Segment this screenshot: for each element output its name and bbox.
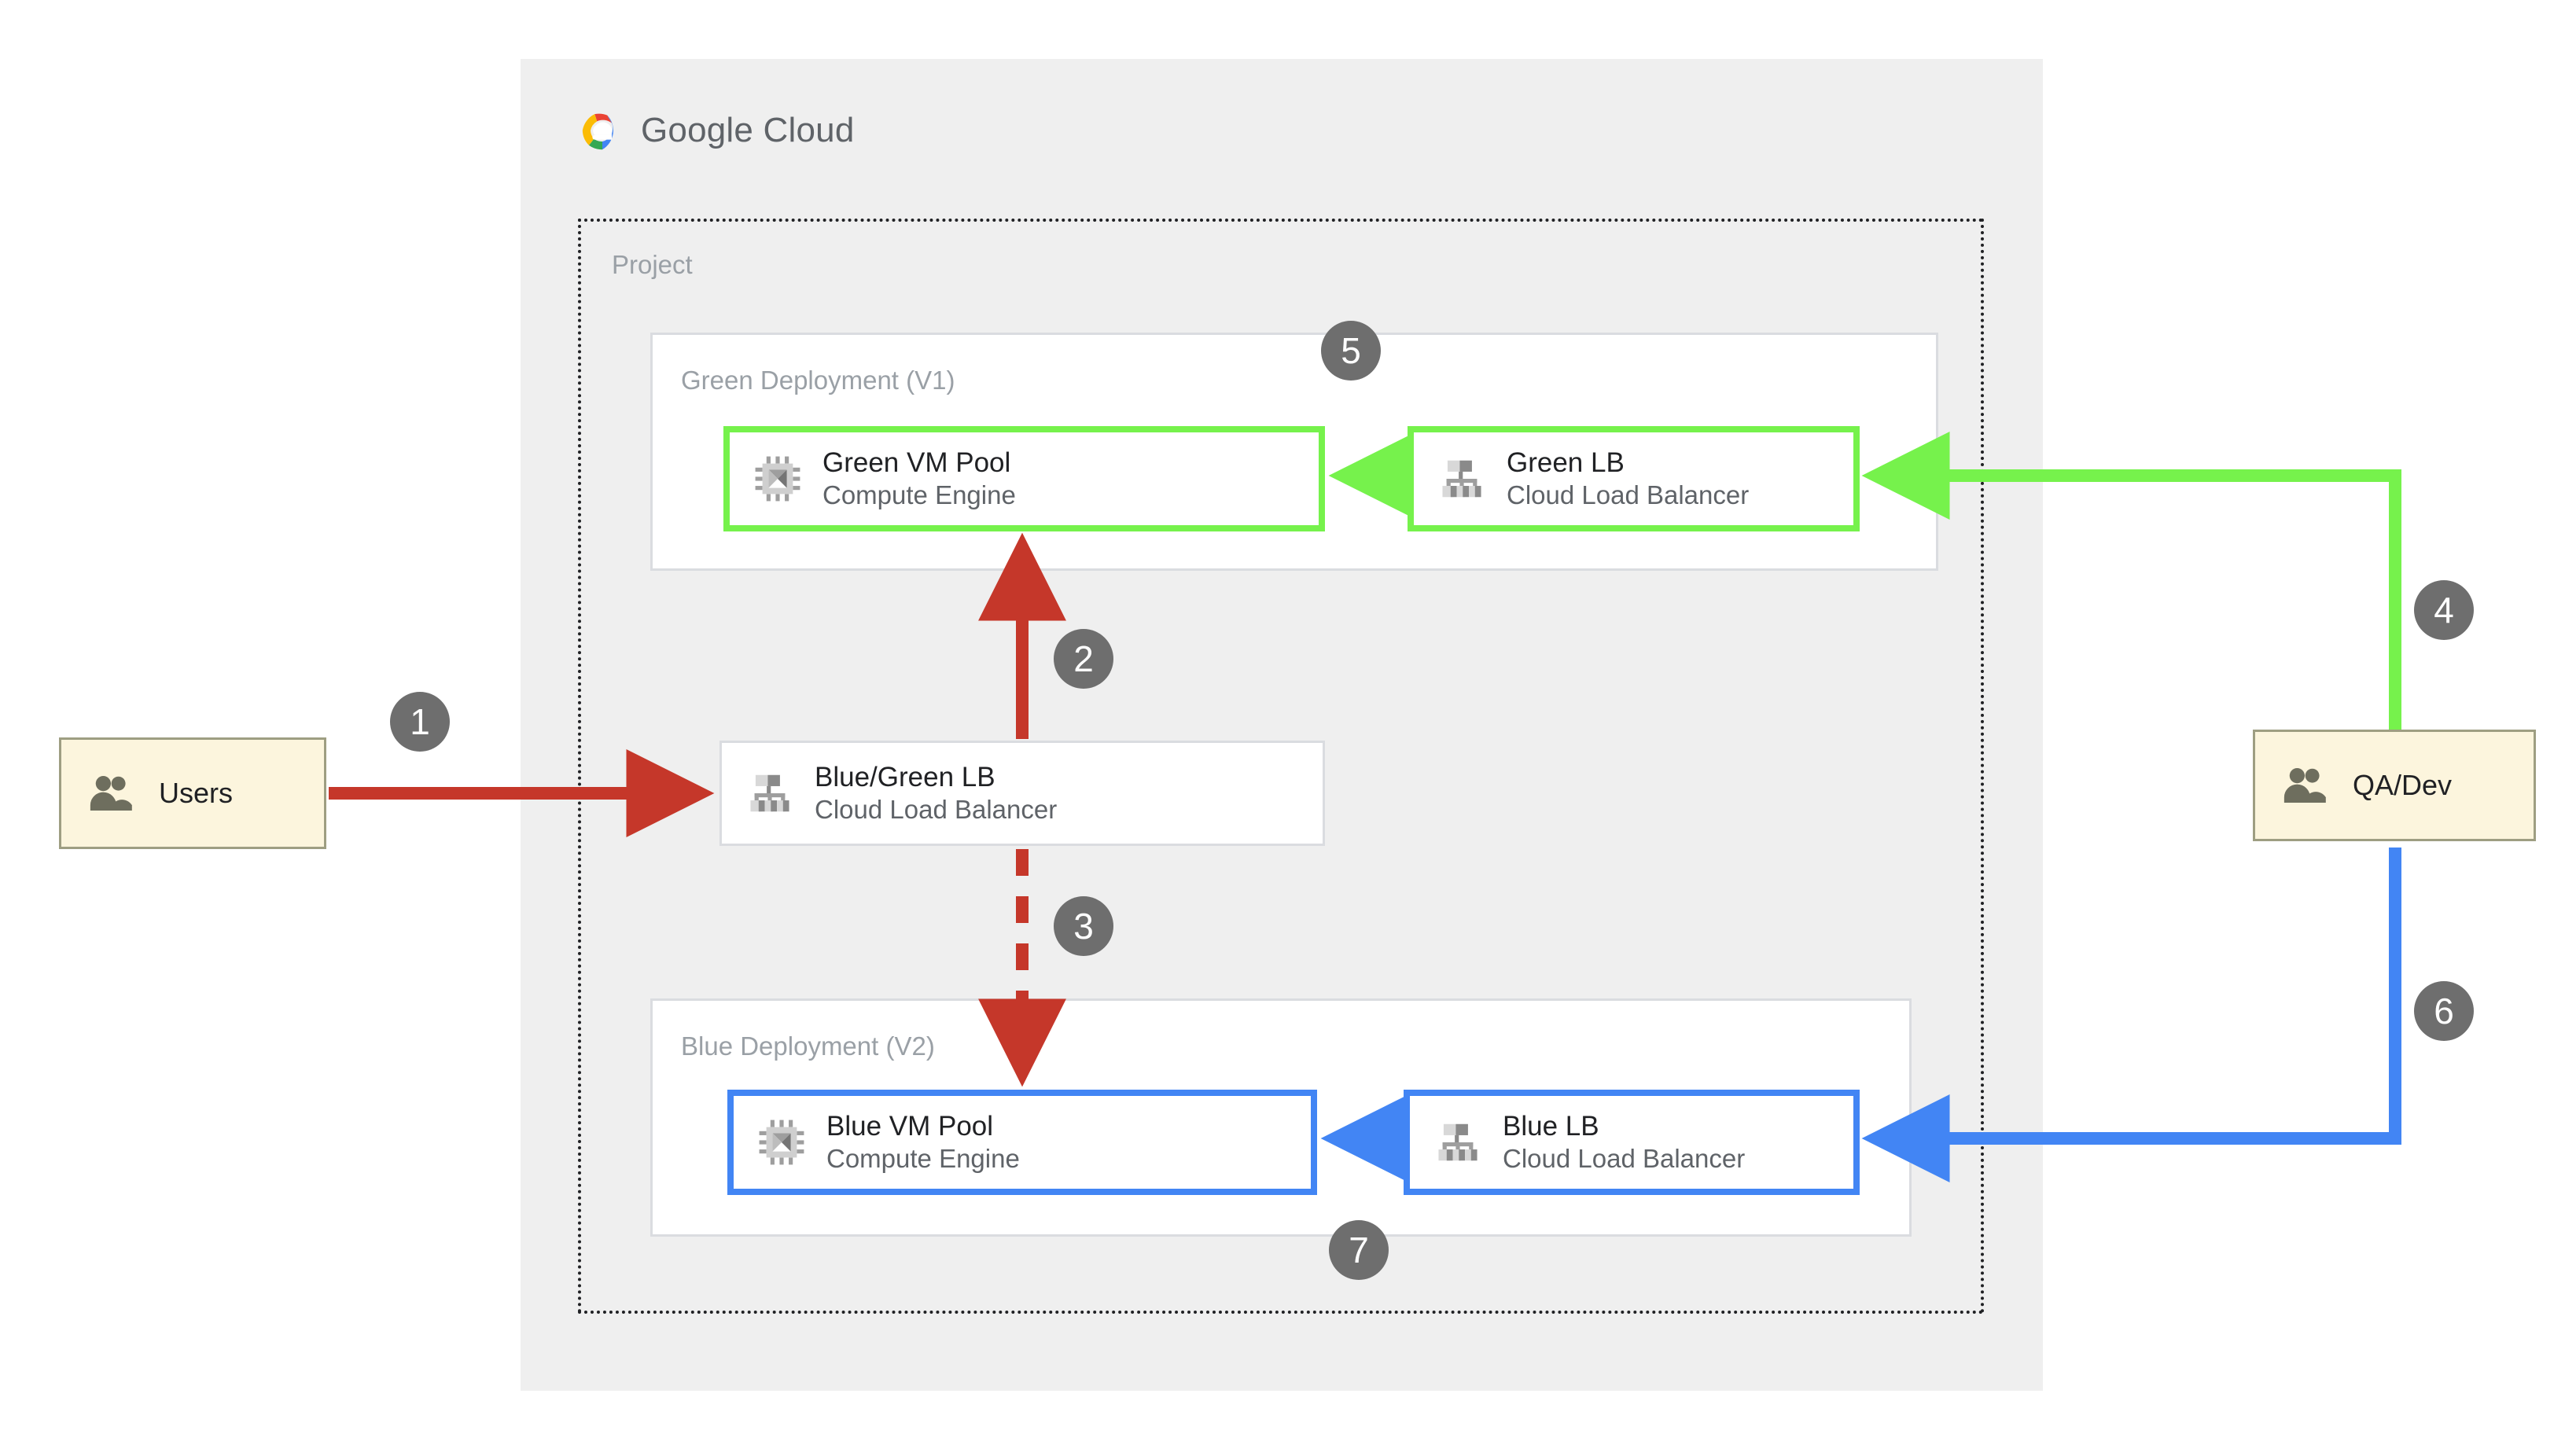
node-blue-vm-pool[interactable]: Blue VM Pool Compute Engine <box>727 1090 1317 1195</box>
node-subtitle: Cloud Load Balancer <box>1503 1144 1746 1174</box>
node-title: Blue/Green LB <box>815 761 995 792</box>
cloud-load-balancer-icon <box>1438 1123 1478 1161</box>
node-title: Green LB <box>1507 447 1625 478</box>
blue-deployment-label: Blue Deployment (V2) <box>681 1031 935 1061</box>
node-subtitle: Cloud Load Balancer <box>1507 480 1750 510</box>
actor-users[interactable]: Users <box>59 737 326 849</box>
node-blue-green-lb[interactable]: Blue/Green LB Cloud Load Balancer <box>719 741 1325 846</box>
compute-engine-icon <box>755 456 800 502</box>
node-title: Blue LB <box>1503 1110 1599 1142</box>
step-badge-1: 1 <box>390 692 450 752</box>
cloud-load-balancer-icon <box>750 774 789 812</box>
step-badge-6: 6 <box>2414 981 2474 1041</box>
step-badge-5: 5 <box>1321 321 1381 381</box>
project-boundary <box>578 219 1984 1314</box>
green-deployment-label: Green Deployment (V1) <box>681 366 955 395</box>
actor-label: QA/Dev <box>2353 769 2453 801</box>
google-cloud-title-prefix: Google <box>641 111 754 149</box>
node-title: Blue VM Pool <box>826 1110 994 1142</box>
google-cloud-title-suffix: Cloud <box>763 111 855 149</box>
node-subtitle: Compute Engine <box>826 1144 1020 1174</box>
node-subtitle: Cloud Load Balancer <box>815 795 1058 825</box>
node-green-vm-pool[interactable]: Green VM Pool Compute Engine <box>723 426 1325 531</box>
step-badge-2: 2 <box>1054 629 1113 689</box>
step-badge-7: 7 <box>1329 1220 1389 1280</box>
node-blue-lb[interactable]: Blue LB Cloud Load Balancer <box>1404 1090 1860 1195</box>
google-cloud-logo-icon <box>582 113 613 150</box>
node-title: Green VM Pool <box>822 447 1011 478</box>
step-badge-3: 3 <box>1054 896 1113 956</box>
users-group-icon <box>2283 768 2326 803</box>
cloud-load-balancer-icon <box>1442 460 1481 498</box>
project-label: Project <box>612 250 693 279</box>
step-badge-4: 4 <box>2414 580 2474 640</box>
actor-qa-dev[interactable]: QA/Dev <box>2253 730 2536 841</box>
node-subtitle: Compute Engine <box>822 480 1016 510</box>
google-cloud-branding: Google Cloud <box>578 106 855 155</box>
users-group-icon <box>90 776 132 811</box>
node-green-lb[interactable]: Green LB Cloud Load Balancer <box>1408 426 1860 531</box>
compute-engine-icon <box>759 1120 804 1165</box>
google-cloud-title: Google Cloud <box>641 111 855 150</box>
actor-label: Users <box>159 777 234 809</box>
